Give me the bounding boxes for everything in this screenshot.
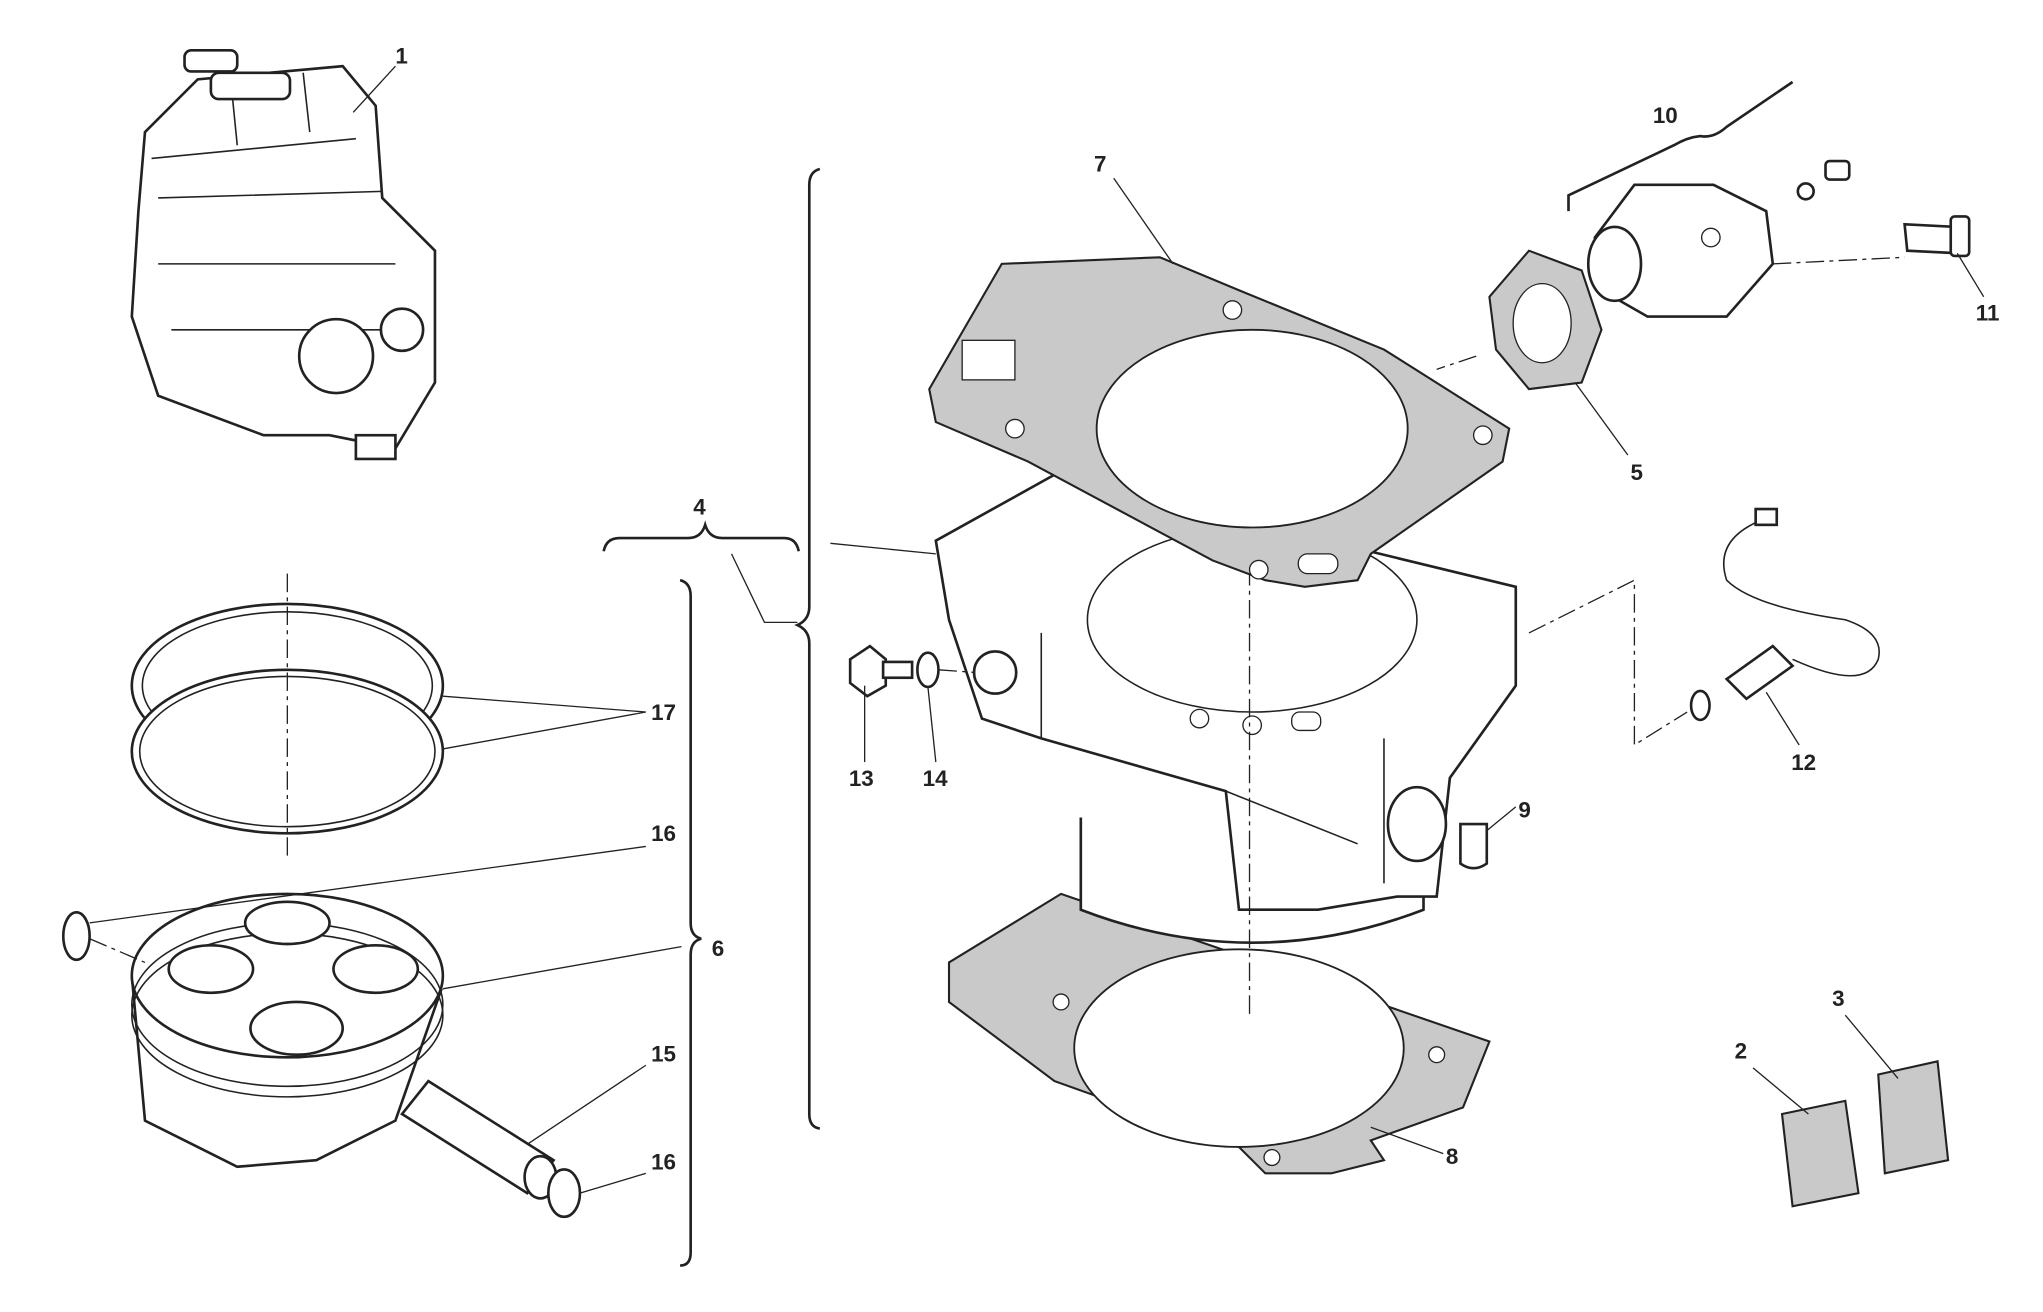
callout-2: 2 bbox=[1735, 1039, 1747, 1064]
callout-16-upper: 16 bbox=[651, 821, 676, 846]
callout-6: 6 bbox=[712, 936, 724, 961]
callout-3: 3 bbox=[1832, 986, 1844, 1011]
callout-4: 4 bbox=[693, 494, 706, 519]
brace-4 bbox=[602, 520, 801, 552]
cylinder bbox=[934, 303, 1518, 1016]
callout-5: 5 bbox=[1630, 460, 1642, 485]
base-gasket bbox=[947, 892, 1491, 1175]
callout-17: 17 bbox=[651, 700, 676, 725]
temperature-sensor bbox=[1528, 507, 1880, 747]
dowel-pin bbox=[1459, 822, 1489, 870]
callout-9: 9 bbox=[1518, 797, 1530, 822]
circlip-right bbox=[546, 1168, 582, 1219]
callout-11: 11 bbox=[1976, 301, 2000, 326]
brace-6 bbox=[679, 578, 702, 1267]
piston-rings bbox=[130, 573, 445, 858]
callout-12: 12 bbox=[1791, 750, 1816, 775]
washer bbox=[916, 651, 940, 689]
chain-tensioner bbox=[1436, 159, 1905, 370]
label-sheet-3 bbox=[1877, 1060, 1950, 1175]
callout-13: 13 bbox=[849, 766, 874, 791]
head-gasket bbox=[928, 256, 1511, 588]
drain-bolt bbox=[848, 644, 914, 698]
callout-8: 8 bbox=[1446, 1144, 1458, 1169]
engine-overview bbox=[130, 49, 437, 461]
leader-lines bbox=[89, 65, 1985, 1194]
label-sheet-2 bbox=[1780, 1099, 1860, 1208]
brace-10 bbox=[1567, 80, 1794, 212]
brace-cylinder-group bbox=[794, 167, 821, 1130]
tensioner-bolt bbox=[1903, 215, 1971, 258]
circlip-left bbox=[61, 911, 91, 962]
tensioner-gasket bbox=[1488, 249, 1603, 391]
piston bbox=[130, 892, 445, 1169]
callout-7: 7 bbox=[1094, 152, 1106, 177]
callout-16-lower: 16 bbox=[651, 1149, 676, 1174]
callout-14: 14 bbox=[923, 766, 948, 791]
callout-10: 10 bbox=[1653, 103, 1678, 128]
callout-15: 15 bbox=[651, 1041, 676, 1066]
callout-1: 1 bbox=[395, 44, 407, 69]
